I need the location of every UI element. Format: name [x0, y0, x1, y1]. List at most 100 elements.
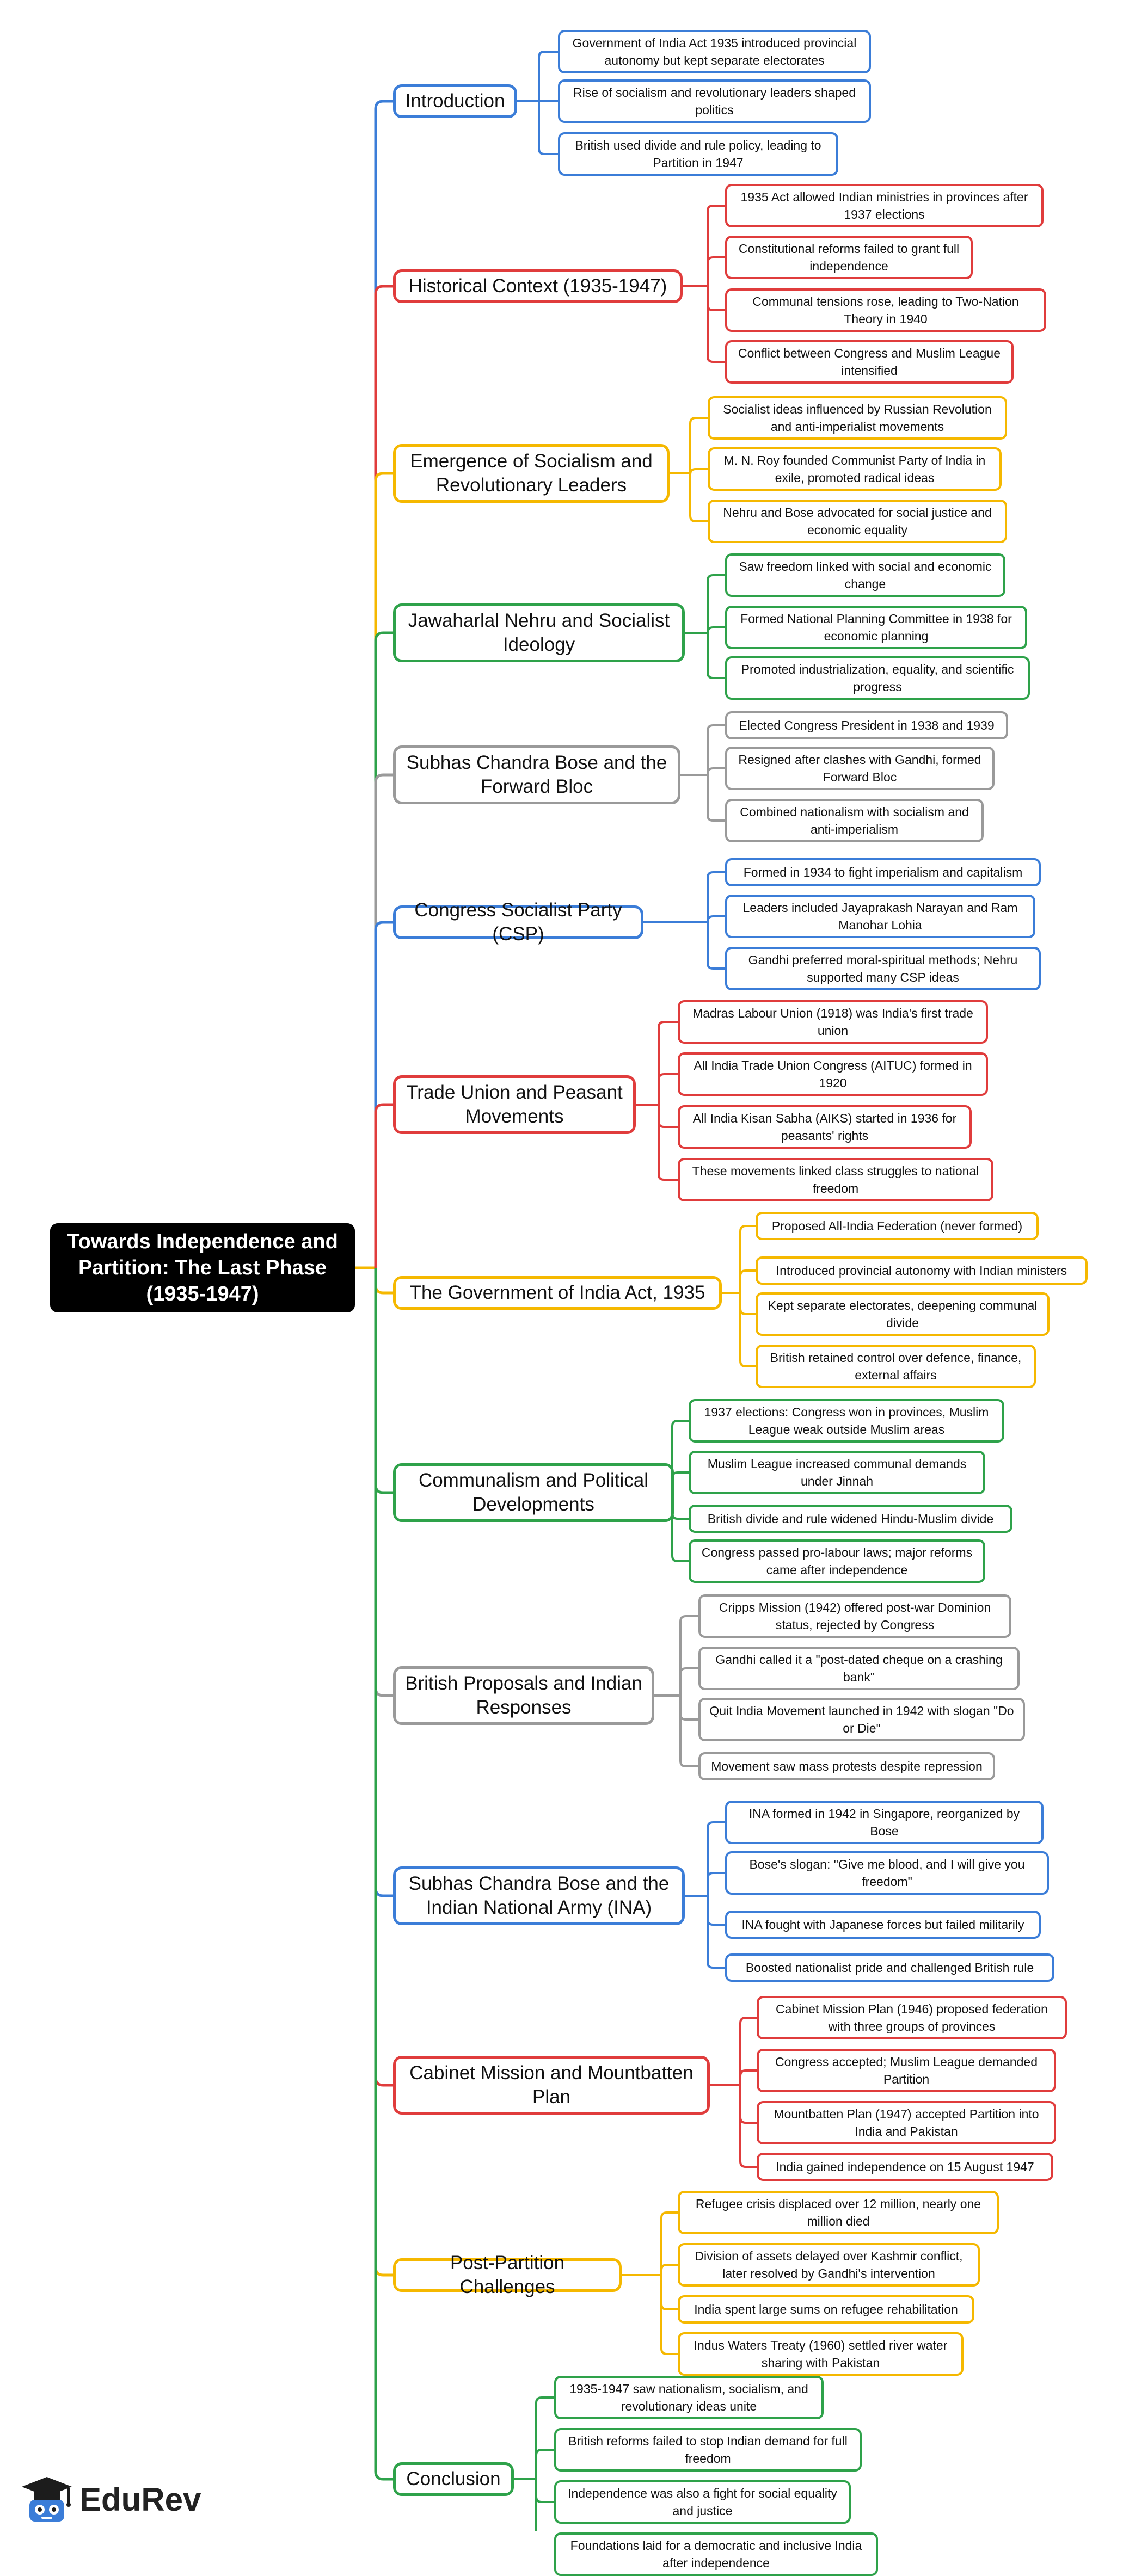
branch-subhas-chandra-bose-and-the-indian-national-army-ina: Subhas Chandra Bose and the Indian Natio… — [393, 1866, 685, 1925]
leaf-node: Communal tensions rose, leading to Two-N… — [725, 288, 1046, 332]
leaf-node: Proposed All-India Federation (never for… — [756, 1212, 1039, 1240]
connector-line — [707, 1821, 725, 1896]
leaf-node: INA formed in 1942 in Singapore, reorgan… — [725, 1801, 1044, 1844]
leaf-node: M. N. Roy founded Communist Party of Ind… — [708, 447, 1002, 491]
connector-line — [374, 1268, 393, 2277]
connector-line — [739, 2069, 757, 2085]
connector-line — [660, 2264, 678, 2275]
leaf-node: India gained independence on 15 August 1… — [757, 2153, 1053, 2181]
branch-trade-union-and-peasant-movements: Trade Union and Peasant Movements — [393, 1075, 636, 1134]
leaf-node: Cabinet Mission Plan (1946) proposed fed… — [757, 1996, 1067, 2039]
brand-name: EduRev — [79, 2481, 201, 2518]
connector-line — [707, 633, 725, 679]
leaf-node: Socialist ideas influenced by Russian Re… — [708, 396, 1007, 440]
leaf-node: These movements linked class struggles t… — [678, 1158, 993, 1201]
connector-line — [660, 2275, 678, 2355]
connector-line — [374, 1268, 393, 1897]
leaf-node: Congress accepted; Muslim League demande… — [757, 2049, 1056, 2092]
connector-line — [739, 1269, 756, 1293]
leaf-node: Congress passed pro-labour laws; major r… — [689, 1539, 985, 1583]
leaf-node: Foundations laid for a democratic and in… — [554, 2532, 878, 2576]
connector-line — [671, 1493, 689, 1520]
leaf-node: Mountbatten Plan (1947) accepted Partiti… — [757, 2101, 1056, 2144]
branch-emergence-of-socialism-and-revolutionary-leaders: Emergence of Socialism and Revolutionary… — [393, 444, 670, 503]
leaf-node: British retained control over defence, f… — [756, 1345, 1036, 1388]
connector-line — [707, 1896, 725, 1969]
leaf-node: Rise of socialism and revolutionary lead… — [558, 79, 871, 123]
branch-subhas-chandra-bose-and-the-forward-bloc: Subhas Chandra Bose and the Forward Bloc — [393, 745, 680, 804]
connector-line — [707, 775, 725, 822]
leaf-node: Introduced provincial autonomy with Indi… — [756, 1256, 1088, 1285]
connector-line — [679, 1667, 698, 1696]
connector-line — [374, 921, 393, 1268]
connector-line — [538, 51, 558, 101]
connector-line — [374, 285, 393, 1268]
connector-line — [374, 773, 393, 1268]
branch-post-partition-challenges: Post-Partition Challenges — [393, 2252, 622, 2297]
leaf-node: Indus Waters Treaty (1960) settled river… — [678, 2332, 964, 2376]
leaf-node: Boosted nationalist pride and challenged… — [725, 1953, 1054, 1982]
connector-line — [658, 1105, 678, 1128]
connector-line — [707, 1872, 725, 1896]
leaf-node: Division of assets delayed over Kashmir … — [678, 2243, 980, 2287]
connector-line — [739, 2017, 757, 2085]
connector-line — [707, 574, 725, 633]
leaf-node: INA fought with Japanese forces but fail… — [725, 1911, 1041, 1939]
leaf-node: British used divide and rule policy, lea… — [558, 132, 838, 176]
leaf-node: Muslim League increased communal demands… — [689, 1451, 985, 1494]
connector-line — [374, 1268, 393, 1494]
leaf-node: Promoted industrialization, equality, an… — [725, 656, 1030, 700]
connector-line — [739, 1225, 756, 1293]
connector-line — [535, 2479, 537, 2531]
branch-british-proposals-and-indian-responses: British Proposals and Indian Responses — [393, 1666, 654, 1725]
connector-line — [707, 205, 725, 286]
leaf-node: Resigned after clashes with Gandhi, form… — [725, 747, 995, 790]
connector-line — [739, 2085, 757, 2124]
connector-line — [374, 1268, 393, 2087]
branch-historical-context-1935-1947: Historical Context (1935-1947) — [393, 269, 683, 303]
branch-congress-socialist-party-csp: Congress Socialist Party (CSP) — [393, 899, 643, 945]
leaf-node: Gandhi preferred moral-spiritual methods… — [725, 947, 1041, 990]
branch-the-government-of-india-act-1935: The Government of India Act, 1935 — [393, 1276, 722, 1310]
leaf-node: British divide and rule widened Hindu-Mu… — [689, 1505, 1012, 1533]
leaf-node: Combined nationalism with socialism and … — [725, 799, 984, 842]
leaf-node: Conflict between Congress and Muslim Lea… — [725, 340, 1014, 384]
leaf-node: Bose's slogan: "Give me blood, and I wil… — [725, 1851, 1049, 1895]
connector-line — [374, 1268, 393, 2481]
leaf-node: Nehru and Bose advocated for social just… — [708, 500, 1007, 543]
leaf-node: British reforms failed to stop Indian de… — [554, 2428, 862, 2472]
connector-line — [374, 100, 393, 1268]
connector-line — [689, 468, 708, 475]
branch-conclusion: Conclusion — [393, 2462, 514, 2496]
connector-line — [707, 724, 725, 775]
connector-line — [538, 101, 558, 155]
branch-communalism-and-political-developments: Communalism and Political Developments — [393, 1463, 674, 1522]
branch-introduction: Introduction — [393, 84, 517, 118]
connector-line — [739, 1293, 756, 1367]
root-topic: Towards Independence and Partition: The … — [50, 1223, 355, 1312]
connector-line — [535, 2449, 554, 2479]
leaf-node: Government of India Act 1935 introduced … — [558, 30, 871, 73]
connector-line — [707, 767, 725, 775]
leaf-node: Leaders included Jayaprakash Narayan and… — [725, 895, 1035, 938]
leaf-node: Gandhi called it a "post-dated cheque on… — [698, 1647, 1020, 1690]
edurev-logo: EduRev — [20, 2475, 201, 2524]
leaf-node: 1937 elections: Congress won in province… — [689, 1399, 1004, 1443]
graduation-cap-icon — [22, 2477, 72, 2522]
connector-line — [658, 1073, 678, 1105]
leaf-node: Elected Congress President in 1938 and 1… — [725, 711, 1008, 739]
connector-line — [707, 1896, 725, 1926]
branch-jawaharlal-nehru-and-socialist-ideology: Jawaharlal Nehru and Socialist Ideology — [393, 603, 685, 662]
leaf-node: Cripps Mission (1942) offered post-war D… — [698, 1594, 1011, 1638]
connector-line — [660, 2211, 678, 2275]
connector-line — [679, 1615, 698, 1696]
connector-line — [374, 1268, 393, 1295]
connector-line — [689, 473, 708, 522]
leaf-node: Formed in 1934 to fight imperialism and … — [725, 858, 1041, 886]
connector-line — [374, 1268, 393, 1697]
connector-line — [707, 286, 725, 311]
leaf-node: Constitutional reforms failed to grant f… — [725, 236, 973, 279]
connector-line — [739, 1293, 756, 1315]
